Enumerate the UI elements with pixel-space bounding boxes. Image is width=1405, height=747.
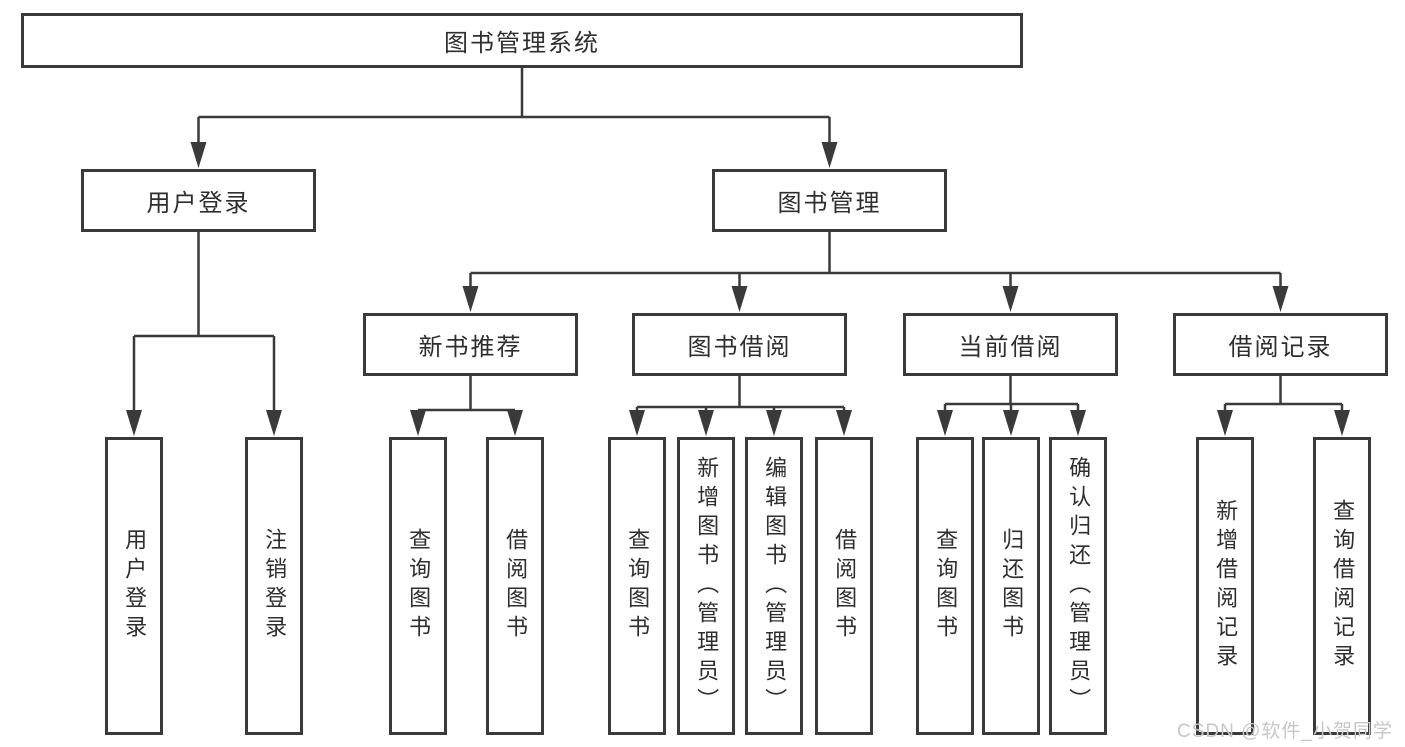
node-label: 查询借阅记录 xyxy=(1330,499,1356,673)
leaf-confirm-return-admin: 确认归还（管理员） xyxy=(1049,437,1107,735)
node-book-borrowing: 图书借阅 xyxy=(632,313,847,376)
node-label: 归还图书 xyxy=(999,528,1025,644)
leaf-query-books-recommend: 查询图书 xyxy=(389,437,447,735)
node-label: 新书推荐 xyxy=(418,334,523,361)
node-label: 新增图书（管理员） xyxy=(694,455,720,717)
leaf-add-borrow-record: 新增借阅记录 xyxy=(1196,437,1254,735)
node-label: 用户登录 xyxy=(122,528,148,644)
node-new-book-recommend: 新书推荐 xyxy=(363,313,578,376)
node-book-management: 图书管理 xyxy=(712,169,947,232)
node-label: 借阅图书 xyxy=(832,528,858,644)
leaf-query-books-borrowing: 查询图书 xyxy=(608,437,666,735)
node-user-login: 用户登录 xyxy=(81,169,316,232)
leaf-user-login: 用户登录 xyxy=(105,437,163,735)
node-borrow-records: 借阅记录 xyxy=(1173,313,1388,376)
node-label: 图书借阅 xyxy=(687,334,792,361)
connector-lines xyxy=(132,68,1344,414)
leaf-logout: 注销登录 xyxy=(245,437,303,735)
node-label: 查询图书 xyxy=(625,528,651,644)
arrowhead-icons xyxy=(126,142,1350,436)
node-label: 借阅记录 xyxy=(1228,334,1333,361)
node-current-borrowing: 当前借阅 xyxy=(903,313,1118,376)
node-label: 图书管理系统 xyxy=(444,30,600,57)
node-label: 查询图书 xyxy=(406,528,432,644)
node-label: 注销登录 xyxy=(262,528,288,644)
node-root: 图书管理系统 xyxy=(21,13,1023,68)
node-label: 当前借阅 xyxy=(958,334,1063,361)
leaf-query-borrow-record: 查询借阅记录 xyxy=(1313,437,1371,735)
node-label: 图书管理 xyxy=(777,190,882,217)
node-label: 编辑图书（管理员） xyxy=(762,455,788,717)
leaf-add-books-admin: 新增图书（管理员） xyxy=(677,437,735,735)
leaf-edit-books-admin: 编辑图书（管理员） xyxy=(745,437,803,735)
node-label: 借阅图书 xyxy=(503,528,529,644)
node-label: 查询图书 xyxy=(933,528,959,644)
node-label: 确认归还（管理员） xyxy=(1066,455,1092,717)
leaf-return-books: 归还图书 xyxy=(982,437,1040,735)
leaf-borrow-books-borrowing: 借阅图书 xyxy=(815,437,873,735)
node-label: 用户登录 xyxy=(146,190,251,217)
csdn-watermark: CSDN @软件_小贺同学 xyxy=(1177,721,1393,742)
leaf-borrow-books-recommend: 借阅图书 xyxy=(486,437,544,735)
leaf-query-books-current: 查询图书 xyxy=(916,437,974,735)
node-label: 新增借阅记录 xyxy=(1213,499,1239,673)
